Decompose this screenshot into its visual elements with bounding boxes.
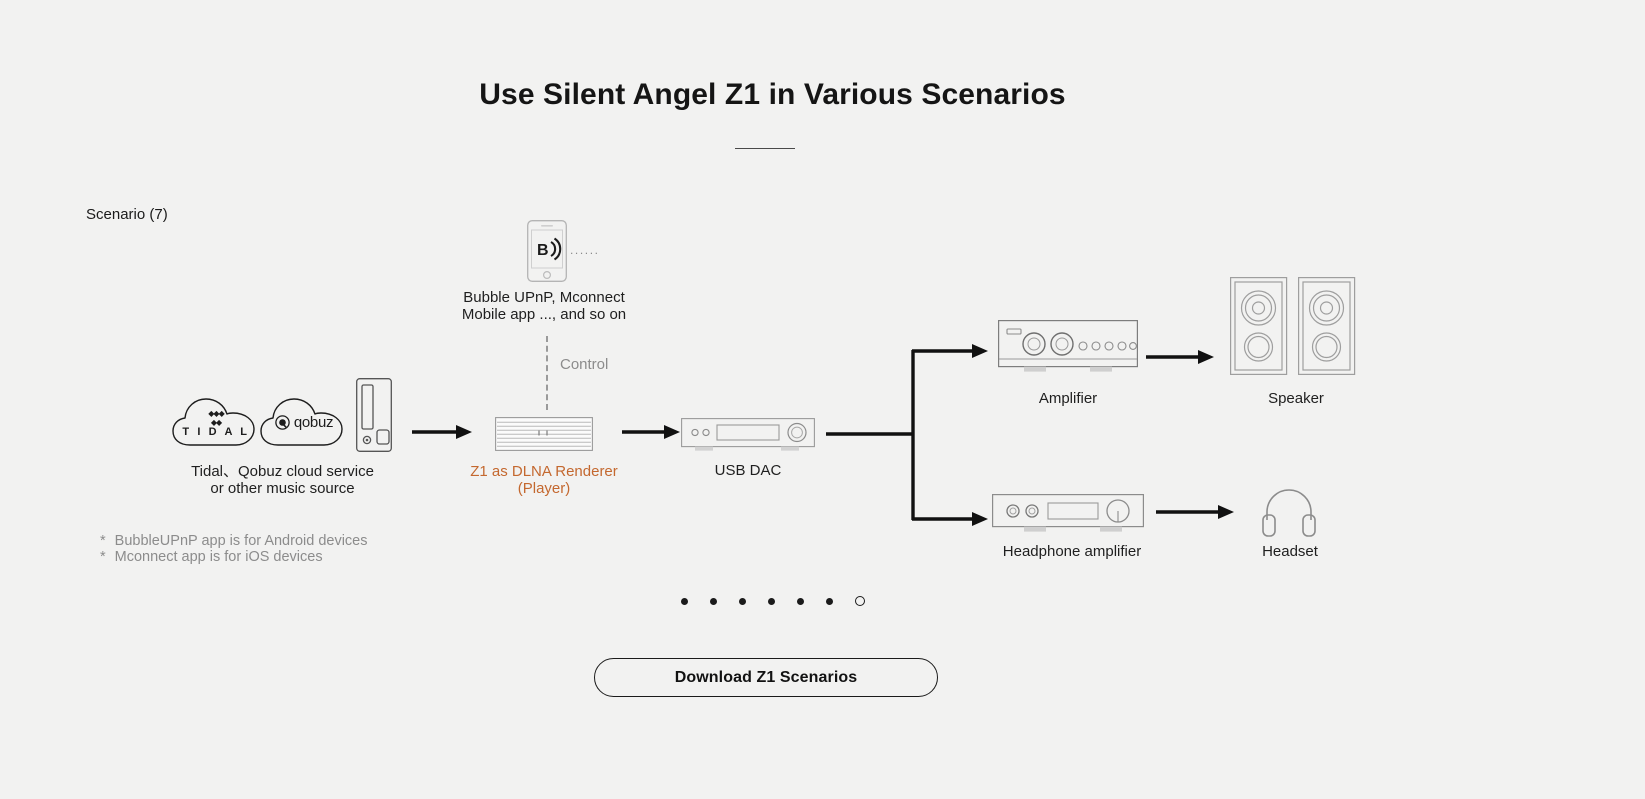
speaker-pair-icon [1230,277,1356,380]
pagination-dot-6[interactable] [825,597,833,605]
control-link-line [546,336,548,410]
branch-connector-dac-to-amps [826,344,988,526]
pagination-dot-1[interactable] [680,597,688,605]
arrow-headphone-amp-to-headset [1156,505,1234,519]
pagination-dot-2[interactable] [709,597,717,605]
control-app-caption: Bubble UPnP, Mconnect Mobile app ..., an… [461,289,627,323]
pagination-dot-5[interactable] [796,597,804,605]
headphone-amplifier-caption: Headphone amplifier [1002,543,1142,560]
page-title: Use Silent Angel Z1 in Various Scenarios [479,78,1066,111]
speaker-caption: Speaker [1268,390,1324,407]
tidal-logo-text: T I D A L [182,426,250,438]
footnote-row: * Mconnect app is for iOS devices [100,549,520,565]
z1-device-icon [495,417,593,456]
footnote-text: Mconnect app is for iOS devices [114,549,323,566]
wireless-signal-dots: ...... [570,243,600,257]
usb-dac-icon [681,418,815,459]
arrow-amplifier-to-speaker [1146,350,1214,364]
headphone-amplifier-icon [992,494,1145,539]
mobile-phone-icon: B [527,220,567,287]
amplifier-icon [998,320,1139,383]
nas-tower-icon [356,378,392,457]
headset-icon [1262,489,1316,542]
headset-caption: Headset [1262,543,1318,560]
usb-dac-caption: USB DAC [714,462,782,479]
qobuz-logo-text: qobuz [293,414,334,431]
arrow-source-to-z1 [412,425,472,439]
tidal-mark: ◆◆◆◆◆ [208,409,224,427]
footnote-marker: * [100,549,106,566]
source-caption: Tidal、Qobuz cloud service or other music… [191,463,374,497]
pagination-dot-3[interactable] [738,597,746,605]
scenario-label: Scenario (7) [86,206,168,223]
footnotes: * BubbleUPnP app is for Android devices … [100,533,520,565]
pagination-dot-7-active[interactable] [854,596,865,606]
qobuz-cloud-icon: qobuz [258,395,350,447]
arrow-z1-to-usb-dac [622,425,680,439]
z1-renderer-caption: Z1 as DLNA Renderer (Player) [470,463,618,497]
footnote-text: BubbleUPnP app is for Android devices [114,533,368,549]
footnote-marker: * [100,533,106,549]
pagination-dot-4[interactable] [767,597,775,605]
amplifier-caption: Amplifier [1038,390,1098,407]
tidal-cloud-icon: ◆◆◆◆◆ T I D A L [170,395,262,447]
qobuz-mark [275,415,290,430]
pagination-dots[interactable] [0,596,1545,606]
title-divider [735,148,795,149]
download-z1-scenarios-button[interactable]: Download Z1 Scenarios [594,658,938,697]
footnote-row: * BubbleUPnP app is for Android devices [100,533,520,549]
control-link-label: Control [560,356,609,373]
svg-text:B: B [537,242,549,259]
